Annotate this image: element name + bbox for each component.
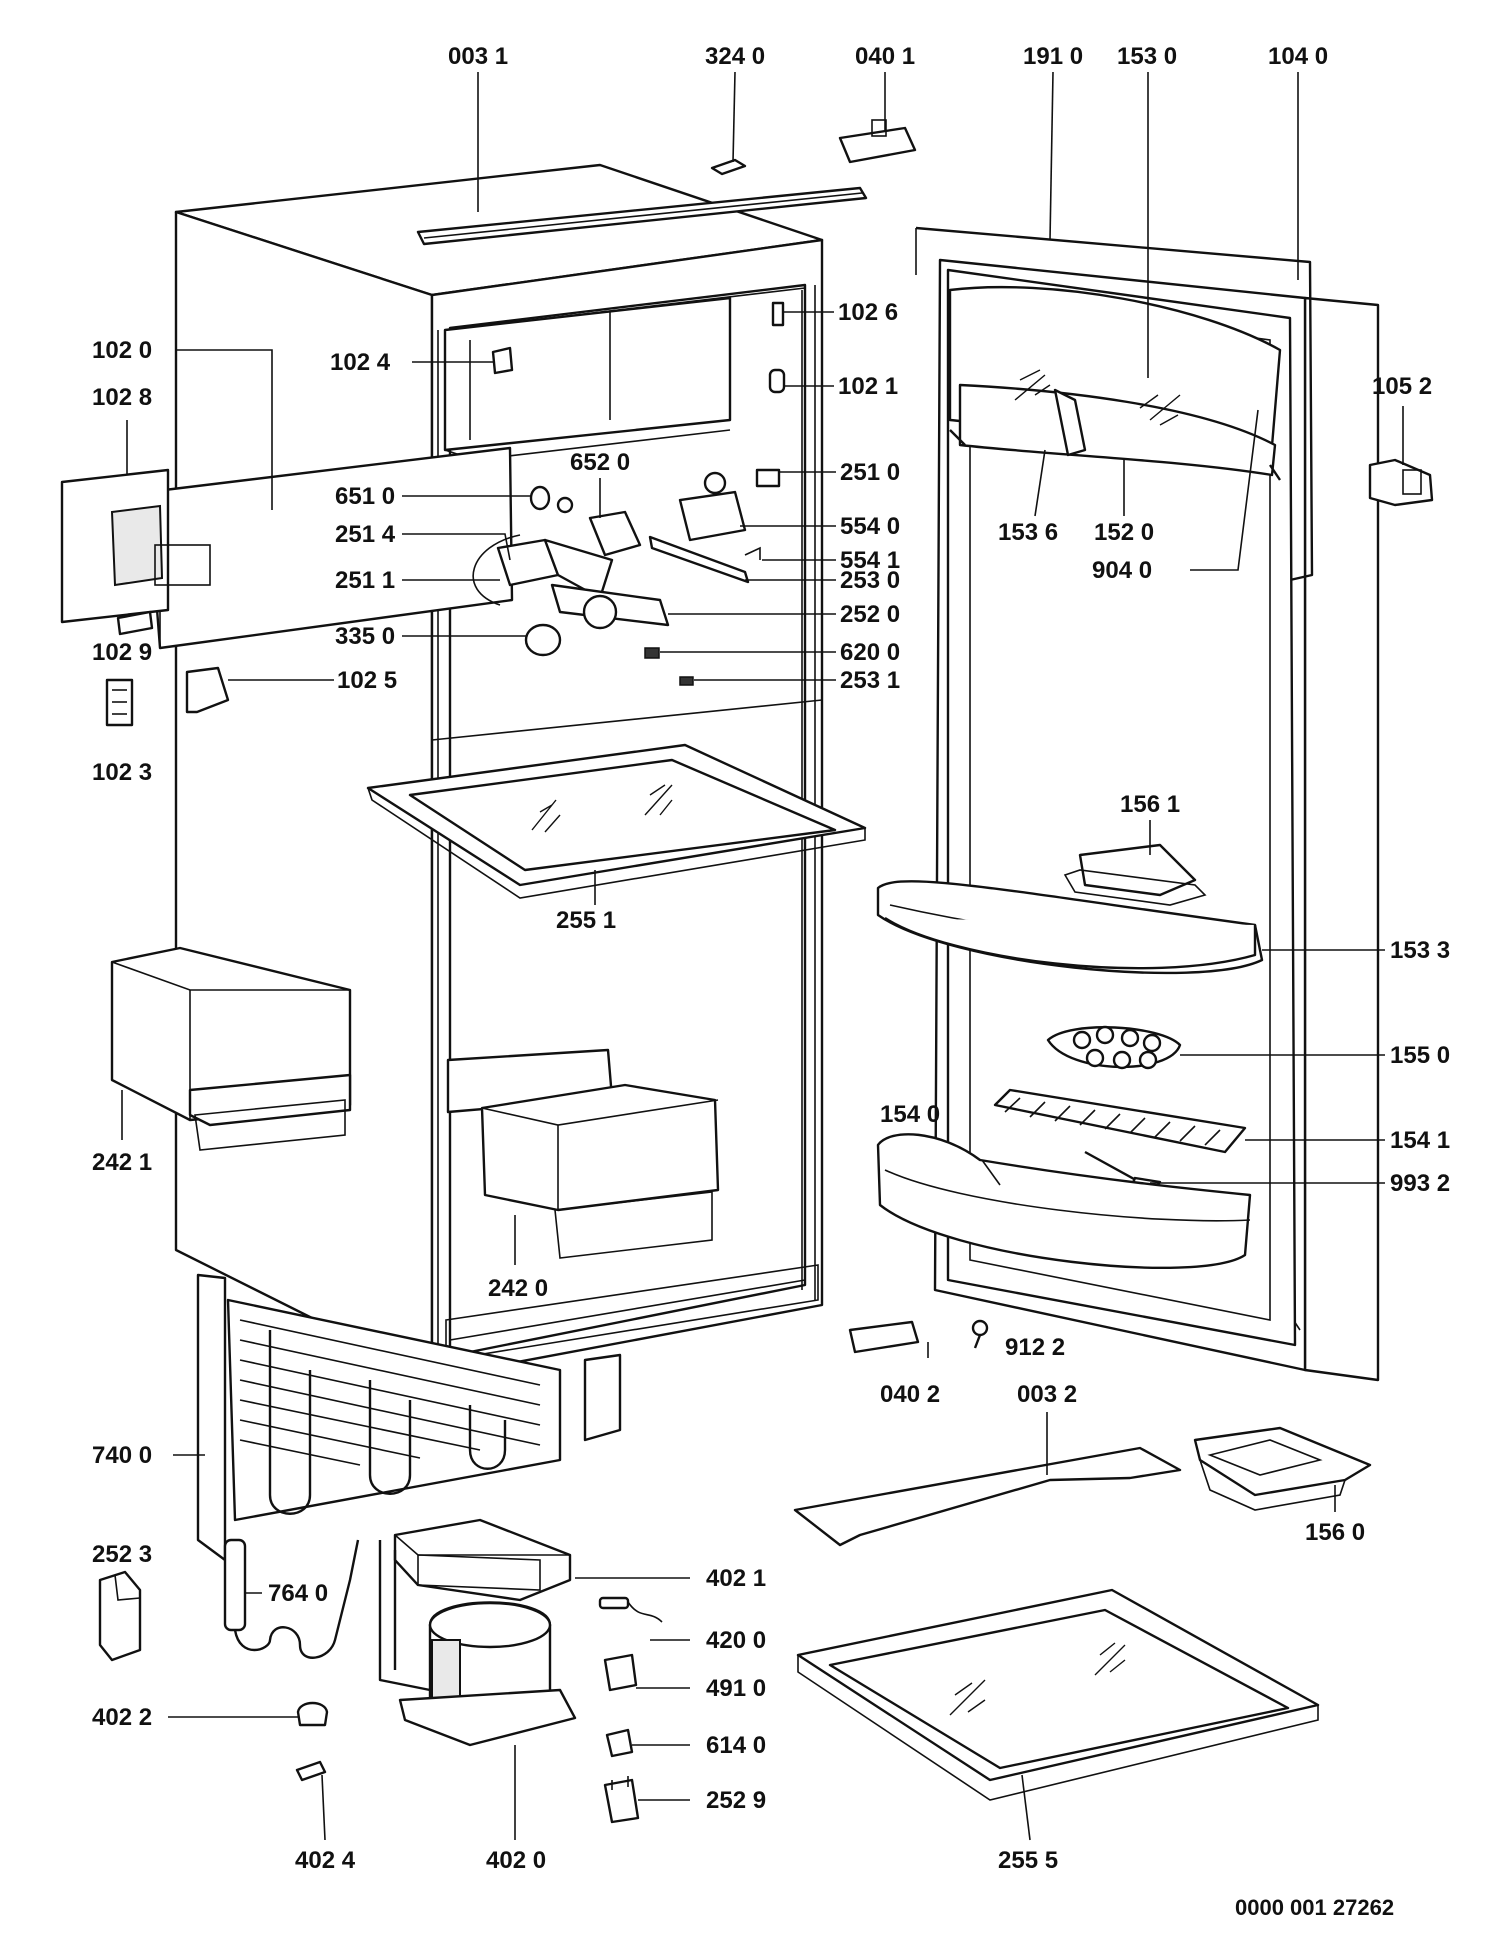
- door-gasket: [915, 226, 1314, 582]
- upper-hinge: [838, 119, 917, 164]
- leader-lines: [121, 71, 1404, 1841]
- label-1530: 153 0: [1117, 43, 1177, 70]
- label-0032: 003 2: [1017, 1381, 1077, 1408]
- filter-dryer: [223, 1538, 360, 1659]
- label-4024: 402 4: [295, 1847, 356, 1874]
- hinge-plate-1023: [105, 678, 134, 727]
- label-0401: 040 1: [855, 43, 915, 70]
- block-1025: [185, 666, 230, 714]
- label-1029: 102 9: [92, 639, 152, 666]
- panel-end-cap: [116, 610, 154, 636]
- label-1052: 105 2: [1372, 373, 1432, 400]
- label-1541: 154 1: [1390, 1127, 1450, 1154]
- label-7640: 764 0: [268, 1580, 328, 1607]
- label-6200: 620 0: [840, 639, 900, 666]
- label-1024: 102 4: [330, 349, 391, 376]
- part-labels: 003 1 324 0 040 1 191 0 153 0 104 0 102 …: [92, 43, 1450, 1920]
- label-1025: 102 5: [337, 667, 397, 694]
- label-2511: 251 1: [335, 567, 395, 594]
- label-1533: 153 3: [1390, 937, 1450, 964]
- egg-tray: [1046, 1025, 1182, 1070]
- crisper-drawer-left: [110, 946, 352, 1151]
- plinth-strip: [793, 1446, 1182, 1547]
- label-1536: 153 6: [998, 519, 1058, 546]
- clip-6140: [605, 1728, 634, 1758]
- clip-324: [710, 158, 747, 176]
- label-2420: 242 0: [488, 1275, 548, 1302]
- label-9122: 912 2: [1005, 1334, 1065, 1361]
- door-bin-bottom: [876, 1133, 1252, 1270]
- label-1028: 102 8: [92, 384, 152, 411]
- screw-9122: [971, 1319, 989, 1349]
- label-1023: 102 3: [92, 759, 152, 786]
- compressor-mount: [393, 1518, 572, 1602]
- relay-2529: [603, 1776, 640, 1824]
- label-4022: 402 2: [92, 1704, 152, 1731]
- label-9932: 993 2: [1390, 1170, 1450, 1197]
- label-3350: 335 0: [335, 623, 395, 650]
- label-4910: 491 0: [706, 1675, 766, 1702]
- lower-hinge: [848, 1320, 920, 1354]
- label-6510: 651 0: [335, 483, 395, 510]
- label-1561: 156 1: [1120, 791, 1180, 818]
- label-5540: 554 0: [840, 513, 900, 540]
- crisper-drawer-right: [446, 1048, 720, 1259]
- label-2510: 251 0: [840, 459, 900, 486]
- label-1910: 191 0: [1023, 43, 1083, 70]
- label-2529: 252 9: [706, 1787, 766, 1814]
- thermostat-lamp-assembly: [472, 468, 781, 686]
- label-1040: 104 0: [1268, 43, 1328, 70]
- glass-shelf-upper: [366, 743, 867, 899]
- label-4020: 402 0: [486, 1847, 546, 1874]
- label-1540: 154 0: [880, 1101, 940, 1128]
- ice-cube-tray: [1193, 1426, 1372, 1511]
- label-6520: 652 0: [570, 449, 630, 476]
- label-6140: 614 0: [706, 1732, 766, 1759]
- grommet-4022: [296, 1701, 329, 1727]
- bottle-retainer-rack: [993, 1088, 1247, 1154]
- relay-cover: [98, 1570, 142, 1662]
- connector-4200: [598, 1596, 663, 1623]
- label-2523: 252 3: [92, 1541, 152, 1568]
- door-bin-middle: [876, 880, 1264, 975]
- protector-4910: [603, 1653, 638, 1692]
- label-0402: 040 2: [880, 1381, 940, 1408]
- label-3240: 324 0: [705, 43, 765, 70]
- label-2555: 255 5: [998, 1847, 1058, 1874]
- fitting-1024: [491, 346, 514, 375]
- label-1560: 156 0: [1305, 1519, 1365, 1546]
- label-1520: 152 0: [1094, 519, 1154, 546]
- label-1021: 102 1: [838, 373, 898, 400]
- label-5541: 554 1: [840, 547, 900, 574]
- label-2514: 251 4: [335, 521, 396, 548]
- top-trim-strip: [416, 186, 868, 246]
- condenser: [196, 1273, 622, 1562]
- butter-compartment: [948, 285, 1282, 481]
- door-hinge-right: [1368, 458, 1434, 507]
- clip-4024: [295, 1760, 327, 1782]
- label-1550: 155 0: [1390, 1042, 1450, 1069]
- label-4200: 420 0: [706, 1627, 766, 1654]
- label-9040: 904 0: [1092, 557, 1152, 584]
- label-1026: 102 6: [838, 299, 898, 326]
- label-2530: 253 0: [840, 567, 900, 594]
- label-2520: 252 0: [840, 601, 900, 628]
- fitting-1021: [768, 368, 786, 394]
- glass-shelf-lower: [796, 1588, 1320, 1801]
- label-4021: 402 1: [706, 1565, 766, 1592]
- label-2551: 255 1: [556, 907, 616, 934]
- label-2531: 253 1: [840, 667, 900, 694]
- fitting-1026: [771, 301, 785, 327]
- egg-box-lid: [1063, 843, 1207, 906]
- label-7400: 740 0: [92, 1442, 152, 1469]
- label-2421: 242 1: [92, 1149, 152, 1176]
- control-panel-cover: [60, 446, 514, 650]
- drawing-code: 0000 001 27262: [1235, 1895, 1394, 1920]
- label-1020: 102 0: [92, 337, 152, 364]
- label-0031: 003 1: [448, 43, 508, 70]
- compressor: [378, 1540, 577, 1747]
